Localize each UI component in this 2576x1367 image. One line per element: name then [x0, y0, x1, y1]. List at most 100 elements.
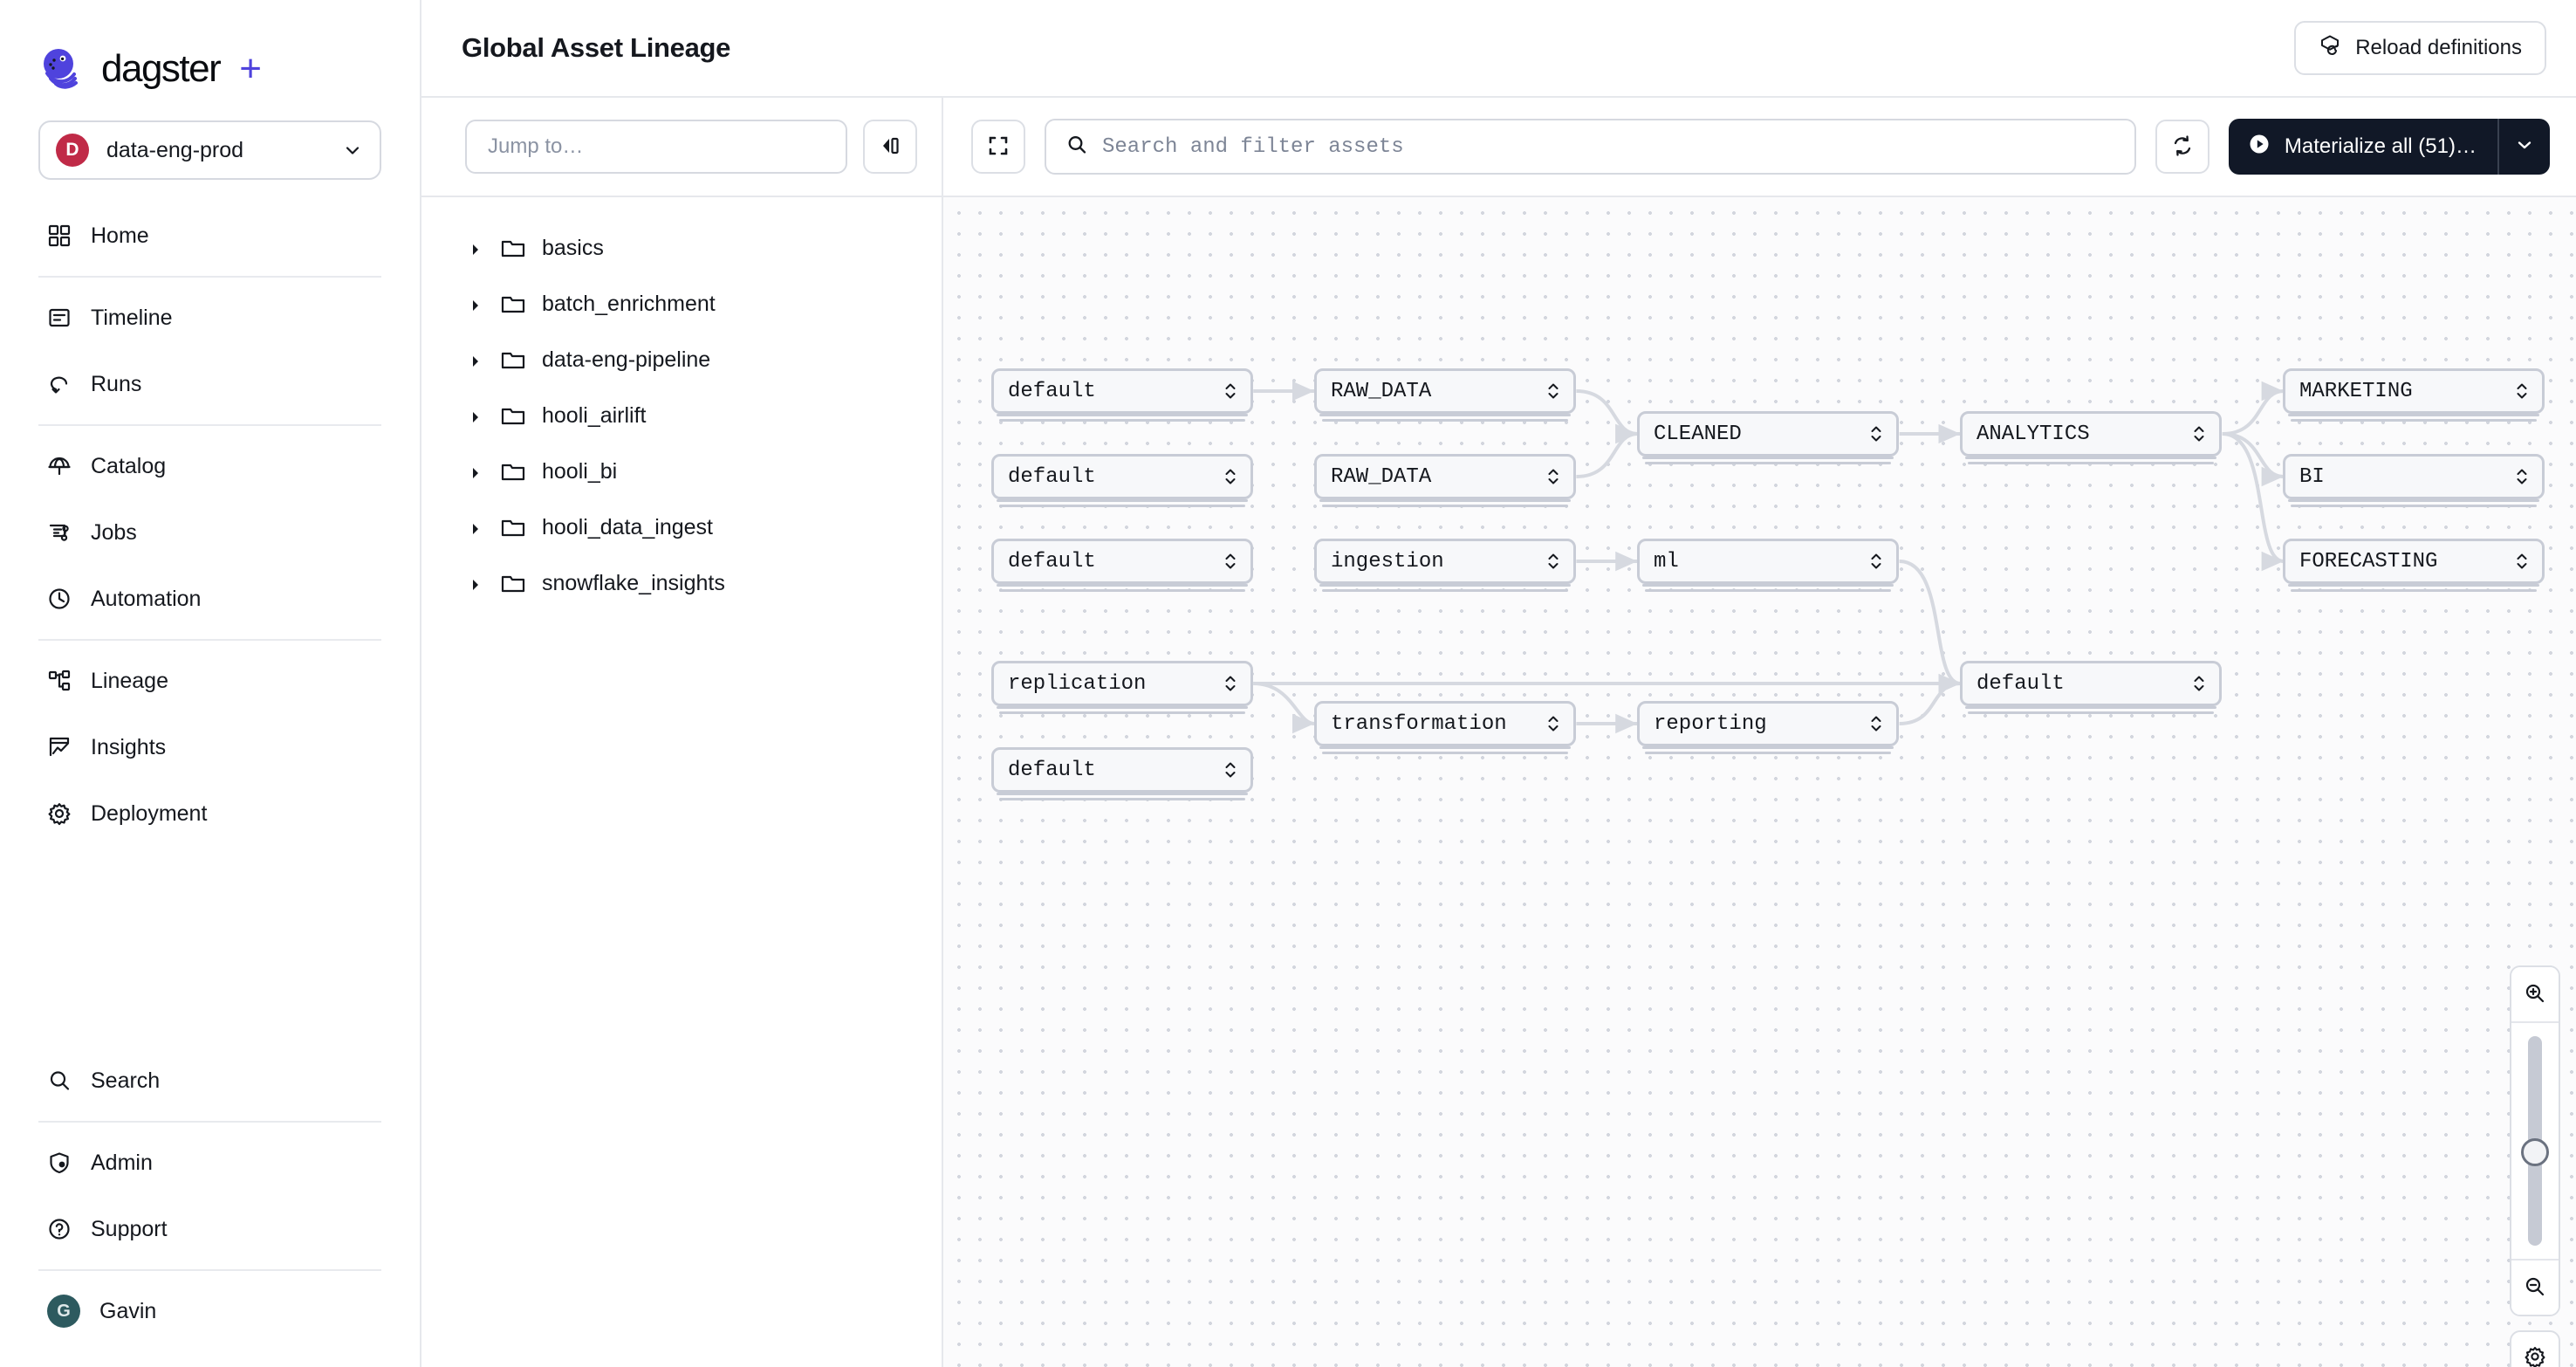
tree-item-hooli-bi[interactable]: hooli_bi	[421, 443, 942, 499]
chevron-up-down-icon[interactable]	[2191, 422, 2207, 445]
graph-node-n8[interactable]: ingestion	[1314, 539, 1576, 592]
folder-icon	[500, 458, 526, 484]
sidebar-item-support[interactable]: Support	[38, 1196, 381, 1262]
chevron-right-icon[interactable]	[467, 519, 484, 536]
refresh-button[interactable]	[2155, 120, 2209, 174]
jump-to-input[interactable]	[465, 120, 847, 174]
zoom-slider-group	[2510, 965, 2560, 1316]
chevron-up-down-icon[interactable]	[2514, 550, 2530, 573]
materialize-dropdown-button[interactable]	[2499, 119, 2550, 175]
collapse-left-panel-button[interactable]	[863, 120, 917, 174]
search-input[interactable]	[1102, 134, 2115, 159]
graph-node-label: MARKETING	[2299, 379, 2413, 403]
materialize-main[interactable]: Materialize all (51)…	[2229, 119, 2499, 175]
graph-node-label: transformation	[1331, 711, 1507, 736]
reload-definitions-button[interactable]: Reload definitions	[2294, 21, 2546, 75]
zoom-in-button[interactable]	[2511, 967, 2559, 1021]
sidebar-item-insights[interactable]: Insights	[38, 714, 381, 780]
sidebar-item-runs[interactable]: Runs	[38, 351, 381, 417]
divider	[2511, 1021, 2559, 1023]
materialize-all-button[interactable]: Materialize all (51)…	[2228, 119, 2550, 175]
graph-node-n15[interactable]: MARKETING	[2283, 368, 2545, 422]
graph-node-n11[interactable]: ml	[1637, 539, 1899, 592]
timeline-icon	[47, 306, 72, 330]
shield-lock-icon	[47, 1151, 72, 1175]
fullscreen-button[interactable]	[971, 120, 1025, 174]
chevron-up-down-icon[interactable]	[1223, 672, 1238, 695]
sidebar-item-label: Insights	[91, 734, 167, 759]
chevron-up-down-icon[interactable]	[1223, 550, 1238, 573]
tree-item-hooli-data-ingest[interactable]: hooli_data_ingest	[421, 499, 942, 555]
chevron-right-icon[interactable]	[467, 407, 484, 424]
sidebar-item-home[interactable]: Home	[38, 203, 381, 269]
graph-node-n9[interactable]: transformation	[1314, 701, 1576, 754]
chevron-down-icon	[343, 141, 362, 160]
chevron-up-down-icon[interactable]	[1223, 380, 1238, 402]
sidebar-item-lineage[interactable]: Lineage	[38, 648, 381, 714]
graph-node-label: default	[1008, 464, 1096, 489]
graph-node-label: ml	[1654, 549, 1679, 574]
zoom-slider-handle[interactable]	[2521, 1138, 2549, 1166]
divider	[2511, 1259, 2559, 1261]
chevron-up-down-icon[interactable]	[1223, 465, 1238, 488]
graph-node-n3[interactable]: default	[991, 539, 1253, 592]
graph-node-n12[interactable]: reporting	[1637, 701, 1899, 754]
brand[interactable]: dagster +	[0, 0, 420, 98]
tree-item-basics[interactable]: basics	[421, 220, 942, 276]
sidebar-item-jobs[interactable]: Jobs	[38, 499, 381, 566]
graph-node-n16[interactable]: BI	[2283, 454, 2545, 507]
sidebar-item-catalog[interactable]: Catalog	[38, 433, 381, 499]
graph-node-n17[interactable]: FORECASTING	[2283, 539, 2545, 592]
tree-item-hooli-airlift[interactable]: hooli_airlift	[421, 388, 942, 443]
chevron-right-icon[interactable]	[467, 574, 484, 592]
chevron-right-icon[interactable]	[467, 239, 484, 257]
sidebar-item-search[interactable]: Search	[38, 1048, 381, 1114]
chevron-right-icon[interactable]	[467, 351, 484, 368]
graph-node-label: BI	[2299, 464, 2325, 489]
jobs-icon	[47, 520, 72, 545]
chevron-up-down-icon[interactable]	[1545, 380, 1561, 402]
chevron-up-down-icon[interactable]	[2191, 672, 2207, 695]
graph-node-n6[interactable]: RAW_DATA	[1314, 368, 1576, 422]
sidebar-item-automation[interactable]: Automation	[38, 566, 381, 632]
sidebar-item-timeline[interactable]: Timeline	[38, 285, 381, 351]
tree-item-batch-enrichment[interactable]: batch_enrichment	[421, 276, 942, 332]
sidebar-item-admin[interactable]: Admin	[38, 1130, 381, 1196]
sidebar-item-deployment[interactable]: Deployment	[38, 780, 381, 847]
chevron-up-down-icon[interactable]	[2514, 465, 2530, 488]
graph-edge-12	[1899, 673, 1961, 725]
chevron-up-down-icon[interactable]	[1868, 550, 1884, 573]
graph-node-n7[interactable]: RAW_DATA	[1314, 454, 1576, 507]
asset-search-box[interactable]	[1045, 119, 2136, 175]
deployment-selector[interactable]: D data-eng-prod	[38, 120, 381, 180]
tree-item-snowflake-insights[interactable]: snowflake_insights	[421, 555, 942, 611]
chevron-up-down-icon[interactable]	[1545, 465, 1561, 488]
chevron-right-icon[interactable]	[467, 295, 484, 313]
zoom-slider[interactable]	[2511, 1023, 2559, 1259]
asset-group-tree: basics batch_enrichment	[421, 197, 943, 1367]
refresh-icon	[2170, 134, 2195, 161]
chevron-up-down-icon[interactable]	[1223, 759, 1238, 781]
sidebar-item-label: Catalog	[91, 453, 167, 478]
graph-node-n13[interactable]: ANALYTICS	[1960, 411, 2222, 464]
graph-node-n2[interactable]: default	[991, 454, 1253, 507]
sidebar-item-label: Lineage	[91, 668, 168, 693]
zoom-out-button[interactable]	[2511, 1261, 2559, 1315]
sidebar-item-user[interactable]: G Gavin	[38, 1278, 381, 1344]
graph-node-n10[interactable]: CLEANED	[1637, 411, 1899, 464]
graph-node-n4[interactable]: replication	[991, 661, 1253, 714]
chevron-up-down-icon[interactable]	[1868, 422, 1884, 445]
graph-node-n5[interactable]: default	[991, 747, 1253, 800]
chevron-right-icon[interactable]	[467, 463, 484, 480]
top-bar: Global Asset Lineage Reload definitions	[421, 0, 2576, 98]
chevron-up-down-icon[interactable]	[2514, 380, 2530, 402]
chevron-up-down-icon[interactable]	[1868, 712, 1884, 735]
graph-settings-button[interactable]	[2510, 1330, 2560, 1367]
nav-group-3: Catalog Jobs	[0, 433, 420, 632]
graph-node-n14[interactable]: default	[1960, 661, 2222, 714]
tree-item-data-eng-pipeline[interactable]: data-eng-pipeline	[421, 332, 942, 388]
chevron-up-down-icon[interactable]	[1545, 712, 1561, 735]
chevron-up-down-icon[interactable]	[1545, 550, 1561, 573]
graph-node-n1[interactable]: default	[991, 368, 1253, 422]
